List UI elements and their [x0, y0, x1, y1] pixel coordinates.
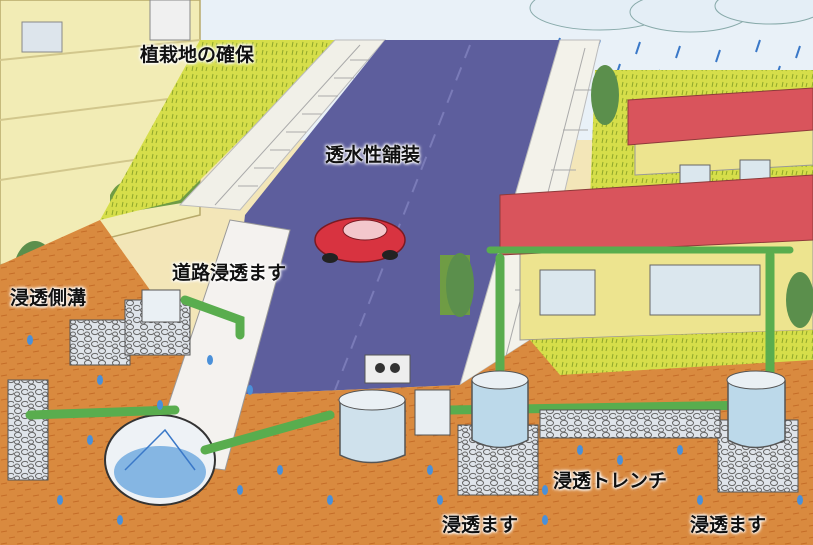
- label-infiltration-basin-right: 浸透ます: [690, 514, 767, 536]
- label-permeable-pavement: 透水性舗装: [325, 144, 421, 166]
- sidewalk-left: [178, 39, 387, 211]
- red-car: [314, 217, 406, 263]
- permeable-road: [225, 40, 560, 395]
- infiltration-gutter-structure: [7, 289, 191, 481]
- trench-gravel: [539, 409, 721, 439]
- label-planting: 植栽地の確保: [140, 44, 255, 66]
- basin-right: [717, 370, 799, 493]
- water-droplets: [27, 335, 803, 525]
- basin-road: [338, 354, 411, 464]
- houses: [440, 70, 813, 341]
- underground-tunnel: [104, 219, 291, 506]
- planting-strip: [100, 40, 340, 220]
- label-infiltration-gutter: 浸透側溝: [10, 287, 87, 309]
- basin-center: [414, 370, 539, 496]
- label-road-infiltration-basin: 道路浸透ます: [172, 262, 287, 284]
- label-infiltration-trench: 浸透トレンチ: [553, 470, 668, 492]
- curb-blocks-left: [214, 44, 370, 206]
- label-infiltration-basin-center: 浸透ます: [442, 514, 519, 536]
